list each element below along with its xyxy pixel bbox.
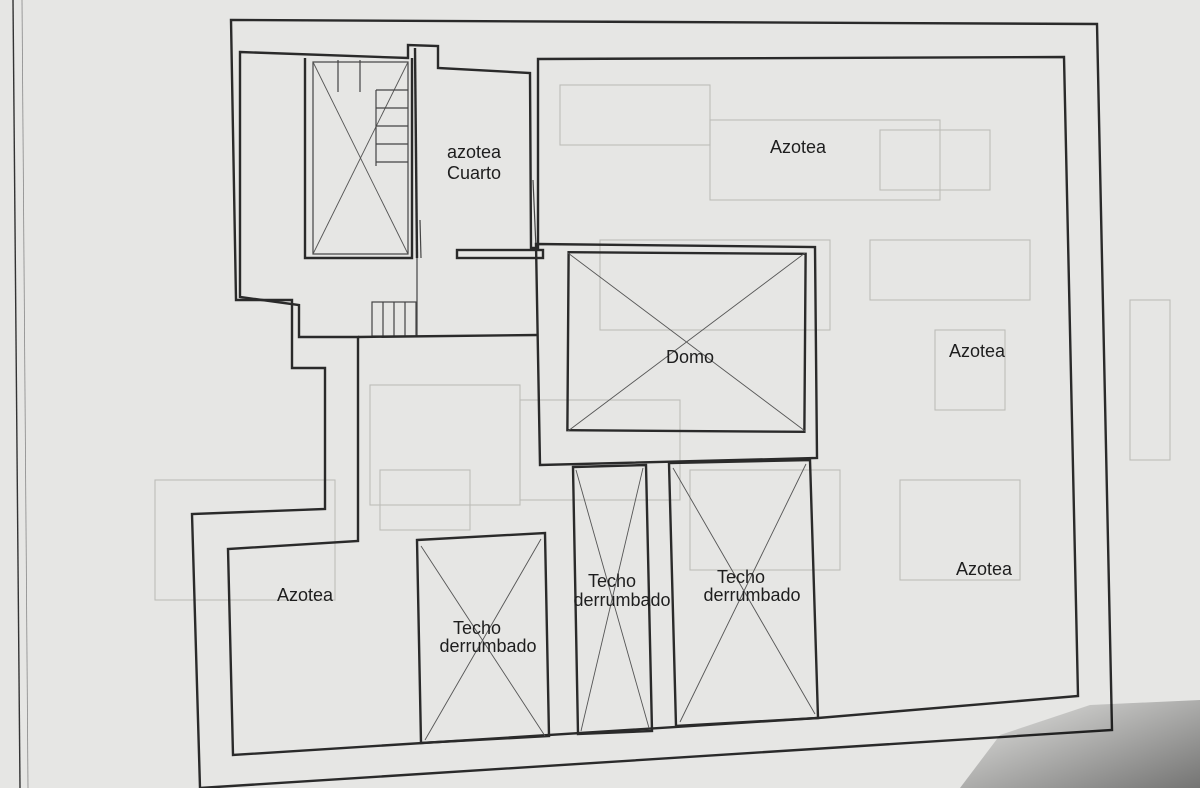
- techo-1-label-line1: Techo: [453, 618, 501, 638]
- techo-2-label-line1: Techo: [588, 571, 636, 591]
- azotea-right-lower-label: Azotea: [956, 559, 1013, 579]
- domo-block: [534, 242, 819, 467]
- techo-block-3: [667, 458, 820, 728]
- margin-line: [12, 0, 21, 788]
- cuarto-walls: [413, 47, 545, 336]
- techo-block-1: [415, 531, 551, 745]
- margin-line-inner: [21, 0, 29, 788]
- techo-3-label-line2: derrumbado: [703, 585, 800, 605]
- stairwell: [303, 58, 414, 260]
- cuarto-label-line1: azotea: [447, 142, 502, 162]
- inner-boundary: [226, 43, 1080, 757]
- techo-1-label-line2: derrumbado: [439, 636, 536, 656]
- domo-label: Domo: [666, 347, 714, 367]
- azotea-top-label: Azotea: [770, 137, 827, 157]
- photo-shadow: [960, 700, 1200, 788]
- techo-3-label-line1: Techo: [717, 567, 765, 587]
- outer-boundary: [190, 18, 1114, 788]
- techo-block-2: [571, 463, 654, 736]
- cuarto-label-line2: Cuarto: [447, 163, 501, 183]
- azotea-right-label: Azotea: [949, 341, 1006, 361]
- stairs-lower: [357, 301, 539, 339]
- azotea-left-label: Azotea: [277, 585, 334, 605]
- techo-2-label-line2: derrumbado: [573, 590, 670, 610]
- ghost-lines: [154, 84, 1171, 601]
